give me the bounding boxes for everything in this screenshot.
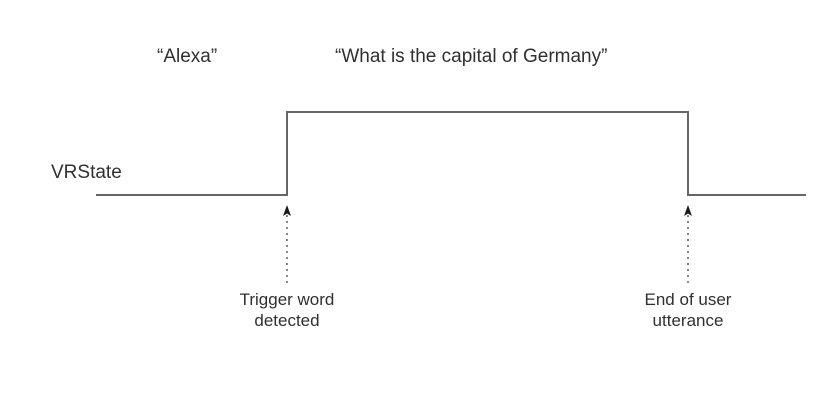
trigger-annotation-line-2: detected: [254, 310, 320, 330]
end-arrowhead: [684, 205, 692, 216]
trigger-marker-group: [283, 205, 291, 283]
vrstate-axis-label: VRState: [51, 162, 122, 183]
end-annotation-line-2: utterance: [652, 310, 724, 330]
end-marker-group: [684, 205, 692, 283]
vrstate-waveform: [96, 111, 806, 196]
end-of-utterance-annotation: End of user utterance: [588, 290, 788, 331]
vrstate-signal-group: [96, 111, 806, 196]
wake-word-utterance-label: “Alexa”: [157, 46, 218, 67]
trigger-word-annotation: Trigger word detected: [187, 290, 387, 331]
query-utterance-label: “What is the capital of Germany”: [335, 46, 608, 67]
trigger-annotation-line-1: Trigger word: [239, 290, 335, 309]
trigger-arrowhead: [283, 205, 291, 216]
end-annotation-line-1: End of user: [644, 290, 732, 309]
